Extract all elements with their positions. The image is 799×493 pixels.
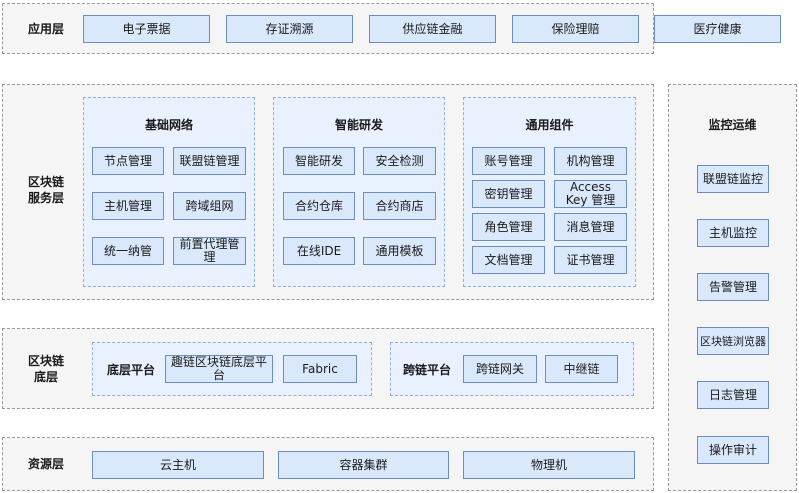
alert-management: 告警管理	[697, 273, 769, 301]
unified-management: 统一纳管	[92, 237, 164, 265]
service-layer-label: 区块链 服务层	[8, 172, 84, 208]
service-layer-label-line1: 区块链	[27, 175, 64, 189]
relay-chain: 中继链	[545, 355, 618, 383]
smart-dev: 智能研发	[283, 147, 355, 175]
fabric-platform: Fabric	[283, 355, 357, 383]
group-cross-chain-platform-title: 跨链平台	[402, 362, 451, 377]
app-layer-label: 应用层	[27, 22, 64, 36]
cross-domain-networking: 跨域组网	[173, 192, 246, 220]
app-item-evidence-tracing: 存证溯源	[226, 15, 353, 43]
app-item-insurance-claims: 保险理赔	[512, 15, 639, 43]
document-management: 文档管理	[472, 246, 545, 274]
message-management: 消息管理	[554, 213, 627, 241]
service-layer-label-line2: 服务层	[27, 191, 64, 205]
account-management: 账号管理	[472, 147, 545, 175]
app-item-supply-chain-finance: 供应链金融	[369, 15, 496, 43]
security-check: 安全检测	[363, 147, 436, 175]
consortium-chain-monitoring: 联盟链监控	[697, 165, 769, 193]
group-base-platform-title: 底层平台	[106, 362, 155, 377]
app-item-e-invoice: 电子票据	[83, 15, 210, 43]
base-layer-label: 区块链 底层	[8, 351, 84, 387]
front-proxy-management: 前置代理管理	[173, 237, 246, 265]
resource-layer-label: 资源层	[27, 457, 64, 471]
consortium-chain-management: 联盟链管理	[173, 147, 246, 175]
physical-machine: 物理机	[463, 451, 635, 479]
blockchain-browser: 区块链浏览器	[697, 327, 769, 355]
operation-audit: 操作审计	[697, 436, 769, 464]
monitor-panel-title: 监控运维	[708, 117, 757, 132]
certificate-management: 证书管理	[554, 246, 627, 274]
org-management: 机构管理	[554, 147, 627, 175]
cloud-host: 云主机	[92, 451, 264, 479]
access-key-management: Access Key 管理	[554, 180, 627, 208]
group-smart-dev-title: 智能研发	[334, 117, 383, 132]
log-management: 日志管理	[697, 381, 769, 409]
role-management: 角色管理	[472, 213, 545, 241]
key-management: 密钥管理	[472, 180, 545, 208]
host-monitoring: 主机监控	[697, 219, 769, 247]
base-layer-label-line2: 底层	[33, 370, 58, 384]
contract-store: 合约商店	[363, 192, 436, 220]
node-management: 节点管理	[92, 147, 164, 175]
contract-repository: 合约仓库	[283, 192, 355, 220]
app-item-healthcare: 医疗健康	[654, 15, 781, 43]
host-management: 主机管理	[92, 192, 164, 220]
cross-chain-gateway: 跨链网关	[463, 355, 537, 383]
group-basic-network-title: 基础网络	[144, 117, 193, 132]
online-ide: 在线IDE	[283, 237, 355, 265]
group-common-components-title: 通用组件	[525, 117, 574, 132]
common-templates: 通用模板	[363, 237, 436, 265]
base-layer-label-line1: 区块链	[27, 354, 64, 368]
container-cluster: 容器集群	[278, 451, 449, 479]
hyperchain-base-platform: 趣链区块链底层平台	[165, 355, 273, 383]
